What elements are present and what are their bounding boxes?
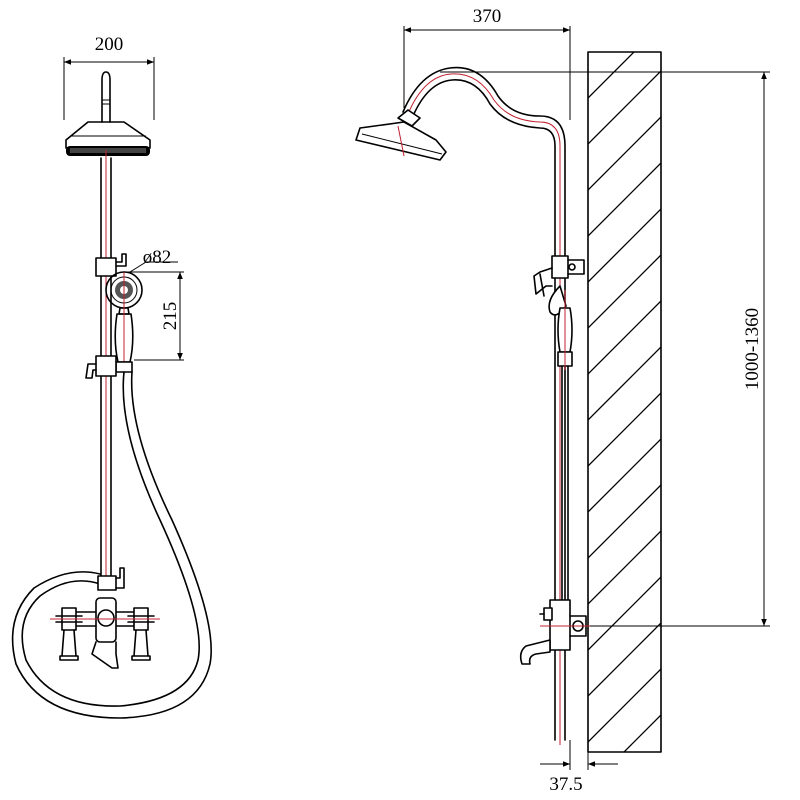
side-view: 370 1000-1360 37.5 xyxy=(355,6,770,795)
front-view: 200 xyxy=(11,34,212,719)
hand-shower-front xyxy=(105,271,143,373)
dimension-height: 1000-1360 xyxy=(440,71,770,627)
head-stem xyxy=(101,71,111,123)
hand-spacing-label: 215 xyxy=(160,302,181,331)
upper-bracket-side xyxy=(533,255,585,297)
mixer-side xyxy=(519,599,590,665)
dimension-wall-offset: 37.5 xyxy=(540,740,618,795)
shower-head-front xyxy=(65,121,151,156)
hand-shower-side xyxy=(548,285,573,370)
wall xyxy=(587,51,662,753)
slide-bracket xyxy=(95,355,117,377)
dimension-arm-reach: 370 xyxy=(403,6,571,120)
hand-diameter-label: ø82 xyxy=(143,247,172,268)
mixer-front xyxy=(50,567,160,669)
hose-front xyxy=(21,371,200,707)
shower-head-side xyxy=(355,109,447,161)
head-width-label: 200 xyxy=(95,34,124,55)
wall-offset-label: 37.5 xyxy=(549,774,582,795)
dimension-head-width: 200 xyxy=(63,34,155,120)
gooseneck-arm xyxy=(402,66,566,745)
upper-bracket xyxy=(95,257,117,277)
dimension-hand-shower: 215 ø82 xyxy=(124,247,184,361)
arm-reach-label: 370 xyxy=(473,6,502,27)
height-range-label: 1000-1360 xyxy=(742,308,763,390)
